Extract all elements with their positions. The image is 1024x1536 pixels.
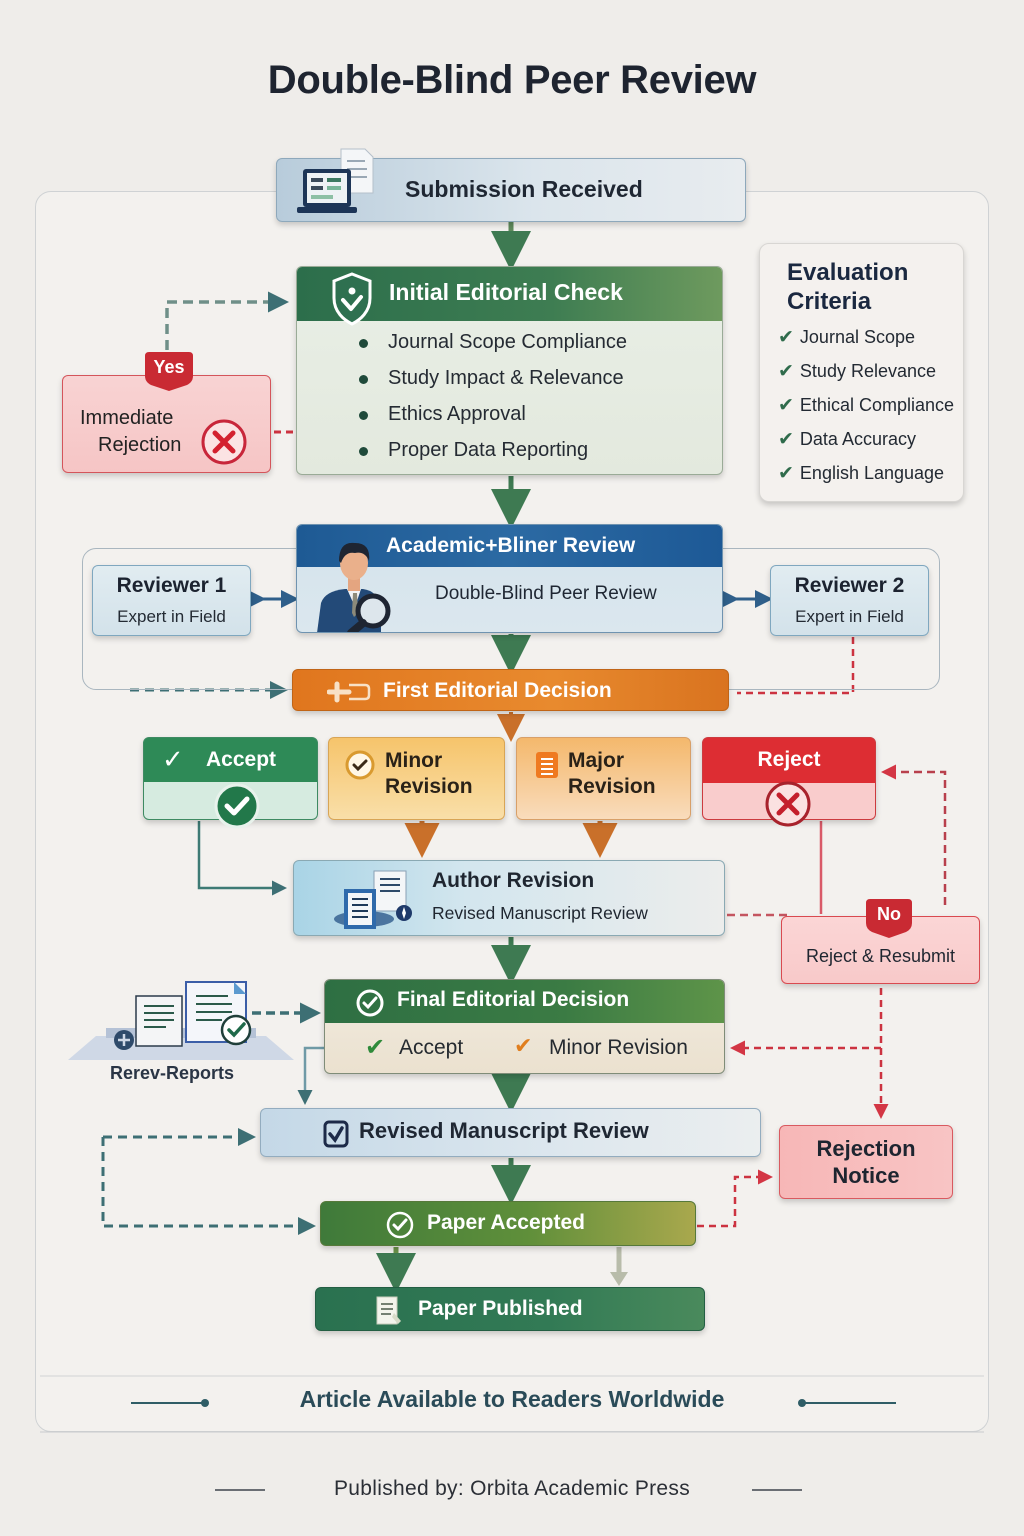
initial-check-list: Journal Scope Compliance Study Impact & …: [357, 329, 627, 473]
criteria-item: ✔Ethical Compliance: [778, 395, 954, 416]
author-revision-title: Author Revision: [432, 869, 595, 892]
major-revision-option-card[interactable]: Major Revision: [516, 737, 691, 820]
reviewer-2-desc: Expert in Field: [795, 607, 904, 626]
list-document-icon: [536, 752, 558, 778]
submission-received-node[interactable]: Submission Received: [276, 148, 746, 222]
minor-revision-line1: Minor: [385, 749, 443, 772]
initial-check-title: Initial Editorial Check: [389, 279, 623, 305]
first-decision-label: First Editorial Decision: [383, 679, 612, 702]
immediate-rejection-node[interactable]: Immediate Rejection: [62, 375, 271, 473]
submission-label: Submission Received: [405, 176, 643, 202]
reports-label: Rerev-Reports: [110, 1063, 235, 1083]
final-decision-header: Final Editorial Decision: [325, 980, 724, 1023]
publisher-credit: Published by: Orbita Academic Press: [334, 1477, 690, 1500]
criteria-list: ✔Journal Scope ✔Study Relevance ✔Ethical…: [778, 326, 954, 496]
paper-accepted-node[interactable]: Paper Accepted: [320, 1201, 696, 1246]
criteria-item: ✔English Language: [778, 463, 945, 484]
reviewer-1-node[interactable]: Reviewer 1 Expert in Field: [92, 565, 251, 636]
first-editorial-decision-node[interactable]: First Editorial Decision: [292, 669, 729, 711]
check-circle-icon: [214, 783, 260, 829]
evaluation-criteria-panel: Evaluation Criteria ✔Journal Scope ✔Stud…: [759, 243, 964, 502]
check-circle-icon: [356, 989, 384, 1017]
revised-review-label: Revised Manuscript Review: [359, 1118, 649, 1143]
reviewer-magnifier-icon: [317, 542, 391, 632]
academic-review-title: Academic+Bliner Review: [386, 534, 636, 557]
reject-label: Reject: [757, 748, 821, 771]
check-icon: ✔: [778, 463, 794, 484]
major-revision-line1: Major: [568, 749, 625, 772]
document-icon: [376, 1296, 401, 1325]
check-icon: ✔: [778, 361, 794, 382]
paper-published-label: Paper Published: [418, 1297, 583, 1320]
criteria-item: ✔Data Accuracy: [778, 429, 916, 450]
criteria-item: ✔Journal Scope: [778, 327, 915, 348]
yes-label: Yes: [153, 357, 185, 377]
initial-check-item: Journal Scope Compliance: [357, 329, 627, 365]
no-label: No: [877, 904, 901, 924]
minor-revision-line2: Revision: [385, 775, 473, 798]
check-circle-icon: [345, 750, 375, 780]
reviewer-1-desc: Expert in Field: [117, 607, 226, 626]
check-icon: ✔: [778, 395, 794, 416]
shield-check-icon: [332, 272, 372, 326]
check-icon: ✔: [778, 429, 794, 450]
page-title: Double-Blind Peer Review: [267, 58, 757, 102]
initial-check-item: Study Impact & Relevance: [357, 365, 627, 401]
laptop-document-icon: [297, 148, 374, 213]
rejection-notice-node[interactable]: Rejection Notice: [779, 1125, 953, 1199]
initial-check-item: Ethics Approval: [357, 401, 627, 437]
x-circle-icon: [765, 781, 811, 827]
checkbox-icon: [323, 1120, 349, 1148]
manuscript-documents-icon: [334, 870, 412, 929]
revised-manuscript-review-node[interactable]: Revised Manuscript Review: [260, 1108, 761, 1157]
check-circle-icon: [386, 1211, 414, 1239]
reviewer-2-node[interactable]: Reviewer 2 Expert in Field: [770, 565, 929, 636]
x-circle-icon: [201, 419, 247, 465]
reviewer-2-name: Reviewer 2: [794, 574, 905, 597]
author-revision-node[interactable]: Author Revision Revised Manuscript Revie…: [293, 860, 725, 936]
reviewer-1-name: Reviewer 1: [116, 574, 227, 597]
decision-icon: [327, 681, 371, 703]
reject-resubmit-label: Reject & Resubmit: [805, 946, 956, 966]
final-option-accept: Accept: [399, 1036, 464, 1059]
initial-check-item: Proper Data Reporting: [357, 437, 627, 473]
academic-review-header: Academic+Bliner Review: [297, 525, 722, 567]
availability-banner: Article Available to Readers Worldwide: [299, 1386, 725, 1412]
final-decision-title: Final Editorial Decision: [397, 988, 630, 1011]
yes-badge: Yes: [143, 350, 195, 392]
criteria-item: ✔Study Relevance: [778, 361, 937, 382]
review-reports-icon: [68, 981, 294, 1060]
author-revision-subtitle: Revised Manuscript Review: [432, 903, 648, 923]
final-editorial-decision-node[interactable]: Final Editorial Decision ✔ Accept ✔ Mino…: [324, 979, 725, 1074]
criteria-title: Evaluation Criteria: [787, 259, 909, 315]
check-icon: ✔: [778, 327, 794, 348]
final-option-minor-revision: Minor Revision: [549, 1036, 688, 1059]
academic-review-subtitle: Double-Blind Peer Review: [435, 583, 657, 604]
paper-published-node[interactable]: Paper Published: [315, 1287, 705, 1331]
paper-accepted-label: Paper Accepted: [427, 1211, 585, 1234]
minor-revision-option-card[interactable]: Minor Revision: [328, 737, 505, 820]
rejection-notice-label: Rejection Notice: [816, 1136, 916, 1188]
check-icon: ✔: [514, 1033, 533, 1058]
major-revision-line2: Revision: [568, 775, 656, 798]
no-badge: No: [864, 897, 914, 939]
accept-label: Accept: [206, 748, 277, 771]
checkmark-icon: ✓: [162, 744, 184, 774]
immediate-rejection-line1: Immediate: [80, 407, 174, 429]
academic-review-node[interactable]: Academic+Bliner Review Double-Blind Peer…: [296, 524, 723, 633]
check-icon: ✔: [365, 1034, 386, 1061]
immediate-rejection-line2: Rejection: [98, 434, 182, 456]
